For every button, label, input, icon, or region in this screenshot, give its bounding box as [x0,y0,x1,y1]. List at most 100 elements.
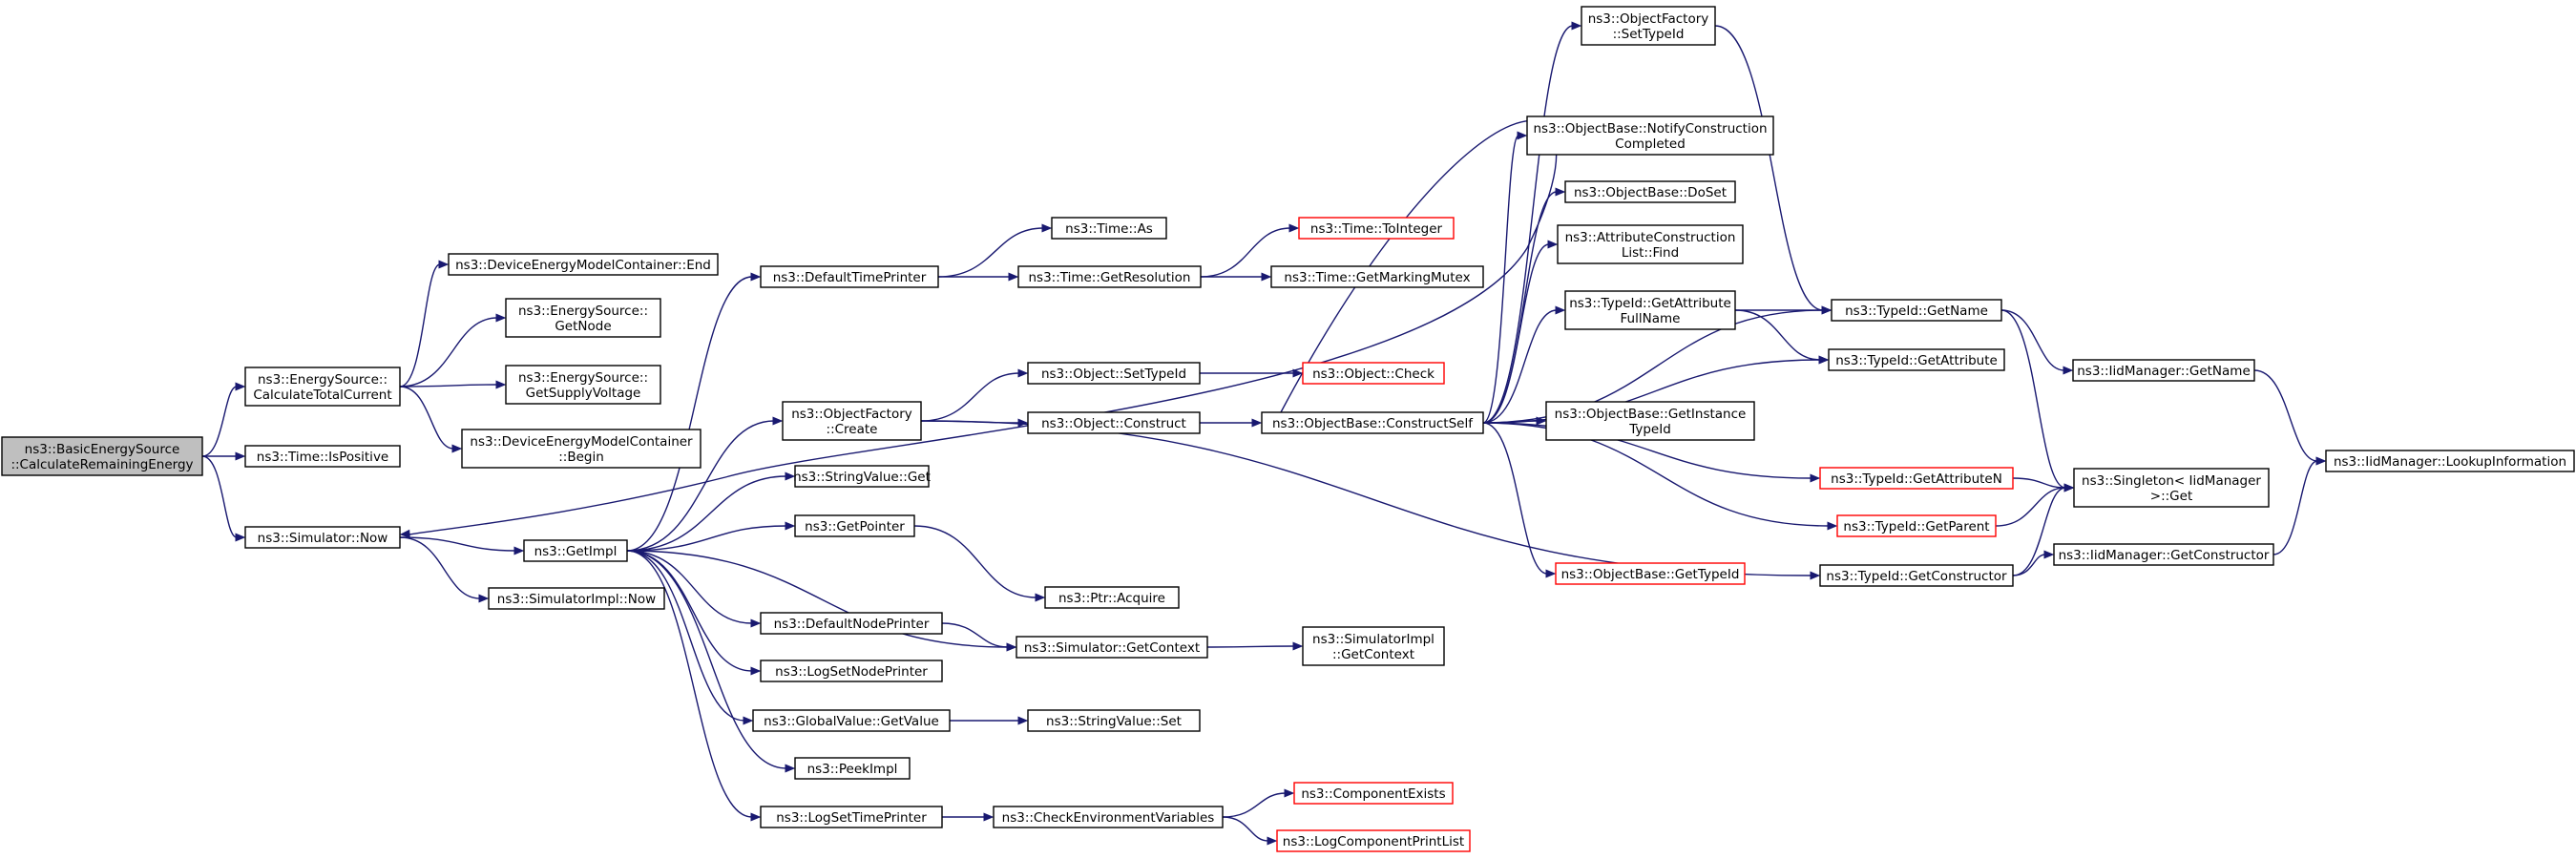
node-type-id-get-name[interactable]: ns3::TypeId::GetName [1831,299,2002,322]
node-time-is-positive[interactable]: ns3::Time::IsPositive [244,445,401,468]
edge-calcTotal-to-demcBegin [399,386,463,453]
node-label: ns3::LogComponentPrintList [1283,834,1464,849]
edge-line [626,525,787,552]
edge-arrowhead [750,272,762,282]
edge-arrowhead [235,533,246,542]
node-box [782,401,922,441]
node-global-value-get[interactable]: ns3::GlobalValue::GetValue [752,709,951,732]
node-box [760,660,943,682]
edge-typeIdGetConstructor-to-singletonGet [2012,483,2075,576]
edge-arrowhead [1517,131,1528,140]
edge-arrowhead [750,618,762,628]
node-label: ns3::ObjectFactory [791,407,912,422]
node-demc-begin[interactable]: ns3::DeviceEnergyModelContainer::Begin [461,429,702,469]
node-def-time-printer[interactable]: ns3::DefaultTimePrinter [760,265,939,288]
edge-typeIdGetName-to-singletonGet [2000,309,2075,492]
node-sim-get-context[interactable]: ns3::Simulator::GetContext [1016,636,1208,659]
node-label: ::Create [827,422,878,437]
node-log-set-time-printer[interactable]: ns3::LogSetTimePrinter [760,806,943,828]
node-def-node-printer[interactable]: ns3::DefaultNodePrinter [760,612,943,635]
node-obj-factory-set-type-id[interactable]: ns3::ObjectFactory::SetTypeId [1581,6,1716,46]
node-box [1270,265,1484,288]
node-box [1831,299,2002,322]
edge-line [1200,227,1291,278]
node-box [1557,224,1744,264]
node-type-id-get-parent[interactable]: ns3::TypeId::GetParent [1836,514,1997,537]
edge-arrowhead [1017,716,1029,725]
node-box [1027,411,1201,434]
node-label: ns3::TypeId::GetParent [1843,519,1989,534]
node-time-as[interactable]: ns3::Time::As [1051,217,1167,240]
node-iid-mgr-get-constructor[interactable]: ns3::IidManager::GetConstructor [2053,543,2274,566]
edge-arrowhead [772,416,784,426]
node-box [1564,290,1736,330]
node-obj-base-construct-self[interactable]: ns3::ObjectBase::ConstructSelf [1261,411,1484,434]
edge-arrowhead [743,716,754,725]
edge-typeIdGetAttrFullName-to-typeIdGetAttribute [1734,309,1830,365]
edge-arrowhead [750,812,762,822]
edge-line [2253,369,2318,462]
edge-typeIdGetParent-to-singletonGet [1995,483,2075,527]
node-iid-mgr-lookup[interactable]: ns3::IidManager::LookupInformation [2325,450,2575,472]
edge-defTimePrinter-to-timeGetRes [938,272,1019,282]
node-log-set-node-printer[interactable]: ns3::LogSetNodePrinter [760,660,943,682]
node-box [1017,265,1202,288]
node-type-id-get-attribute-n[interactable]: ns3::TypeId::GetAttributeN [1819,467,2014,490]
edge-arrowhead [1821,305,1833,315]
node-obj-base-notify[interactable]: ns3::ObjectBase::NotifyConstructionCompl… [1526,115,1774,156]
node-log-component-print-list[interactable]: ns3::LogComponentPrintList [1276,829,1471,852]
node-type-id-get-attribute[interactable]: ns3::TypeId::GetAttribute [1828,348,2005,371]
node-label: ns3::DefaultNodePrinter [774,617,930,632]
node-obj-construct[interactable]: ns3::Object::Construct [1027,411,1201,434]
node-obj-factory-create[interactable]: ns3::ObjectFactory::Create [782,401,922,441]
node-time-get-marking-mutex[interactable]: ns3::Time::GetMarkingMutex [1270,265,1484,288]
node-demc-end[interactable]: ns3::DeviceEnergyModelContainer::End [448,253,719,276]
node-get-impl[interactable]: ns3::GetImpl [523,539,628,562]
node-time-get-res[interactable]: ns3::Time::GetResolution [1017,265,1202,288]
edge-line [1482,135,1519,424]
node-calc-total[interactable]: ns3::EnergySource::CalculateTotalCurrent [244,367,401,407]
edge-arrowhead [1818,355,1830,365]
node-box [2053,543,2274,566]
node-box [1293,782,1454,805]
edge-root-to-simNow [201,455,246,542]
node-iid-mgr-get-name[interactable]: ns3::IidManager::GetName [2072,359,2255,382]
edge-getImpl-to-logSetTimePrinter [626,550,762,822]
node-singleton-get[interactable]: ns3::Singleton< IidManager >::Get [2073,468,2270,508]
node-es-get-supply[interactable]: ns3::EnergySource::GetSupplyVoltage [505,365,661,405]
node-label: ns3::PeekImpl [807,762,898,777]
node-label: ns3::TypeId::GetAttributeN [1831,471,2002,487]
node-string-value-get[interactable]: ns3::StringValue::Get [793,465,931,488]
edge-arrowhead [1284,788,1295,798]
edge-timeGetRes-to-timeToInteger [1200,223,1300,278]
node-check-env-vars[interactable]: ns3::CheckEnvironmentVariables [993,806,1224,828]
node-sim-impl-get-context[interactable]: ns3::SimulatorImpl::GetContext [1302,626,1445,666]
edge-objFactoryCreate-to-objSetTypeId [920,368,1029,422]
edge-arrowhead [1292,368,1304,378]
node-obj-check[interactable]: ns3::Object::Check [1302,362,1445,385]
node-es-get-node[interactable]: ns3::EnergySource::GetNode [505,298,661,338]
node-sim-impl-now[interactable]: ns3::SimulatorImpl::Now [488,587,665,610]
node-get-pointer[interactable]: ns3::GetPointer [794,514,915,537]
edge-root-to-timeIsPositive [202,451,246,461]
node-type-id-get-constructor[interactable]: ns3::TypeId::GetConstructor [1819,564,2014,587]
node-root[interactable]: ns3::BasicEnergySource::CalculateRemaini… [1,436,203,476]
node-box [1302,626,1445,666]
node-time-to-integer[interactable]: ns3::Time::ToInteger [1298,217,1455,240]
node-component-exists[interactable]: ns3::ComponentExists [1293,782,1454,805]
node-obj-base-do-set[interactable]: ns3::ObjectBase::DoSet [1564,180,1736,203]
node-string-value-set[interactable]: ns3::StringValue::Set [1027,709,1201,732]
node-label: ns3::ComponentExists [1301,786,1445,802]
node-ptr-acquire[interactable]: ns3::Ptr::Acquire [1044,586,1180,609]
node-label: ns3::ObjectFactory [1588,11,1709,27]
edge-arrowhead [750,666,762,676]
node-box [2073,468,2270,508]
node-box [760,265,939,288]
node-sim-now[interactable]: ns3::Simulator::Now [244,526,401,549]
node-peek-impl[interactable]: ns3::PeekImpl [794,757,911,780]
node-obj-set-type-id[interactable]: ns3::Object::SetTypeId [1027,362,1201,385]
node-obj-base-get-type-id[interactable]: ns3::ObjectBase::GetTypeId [1555,562,1746,585]
